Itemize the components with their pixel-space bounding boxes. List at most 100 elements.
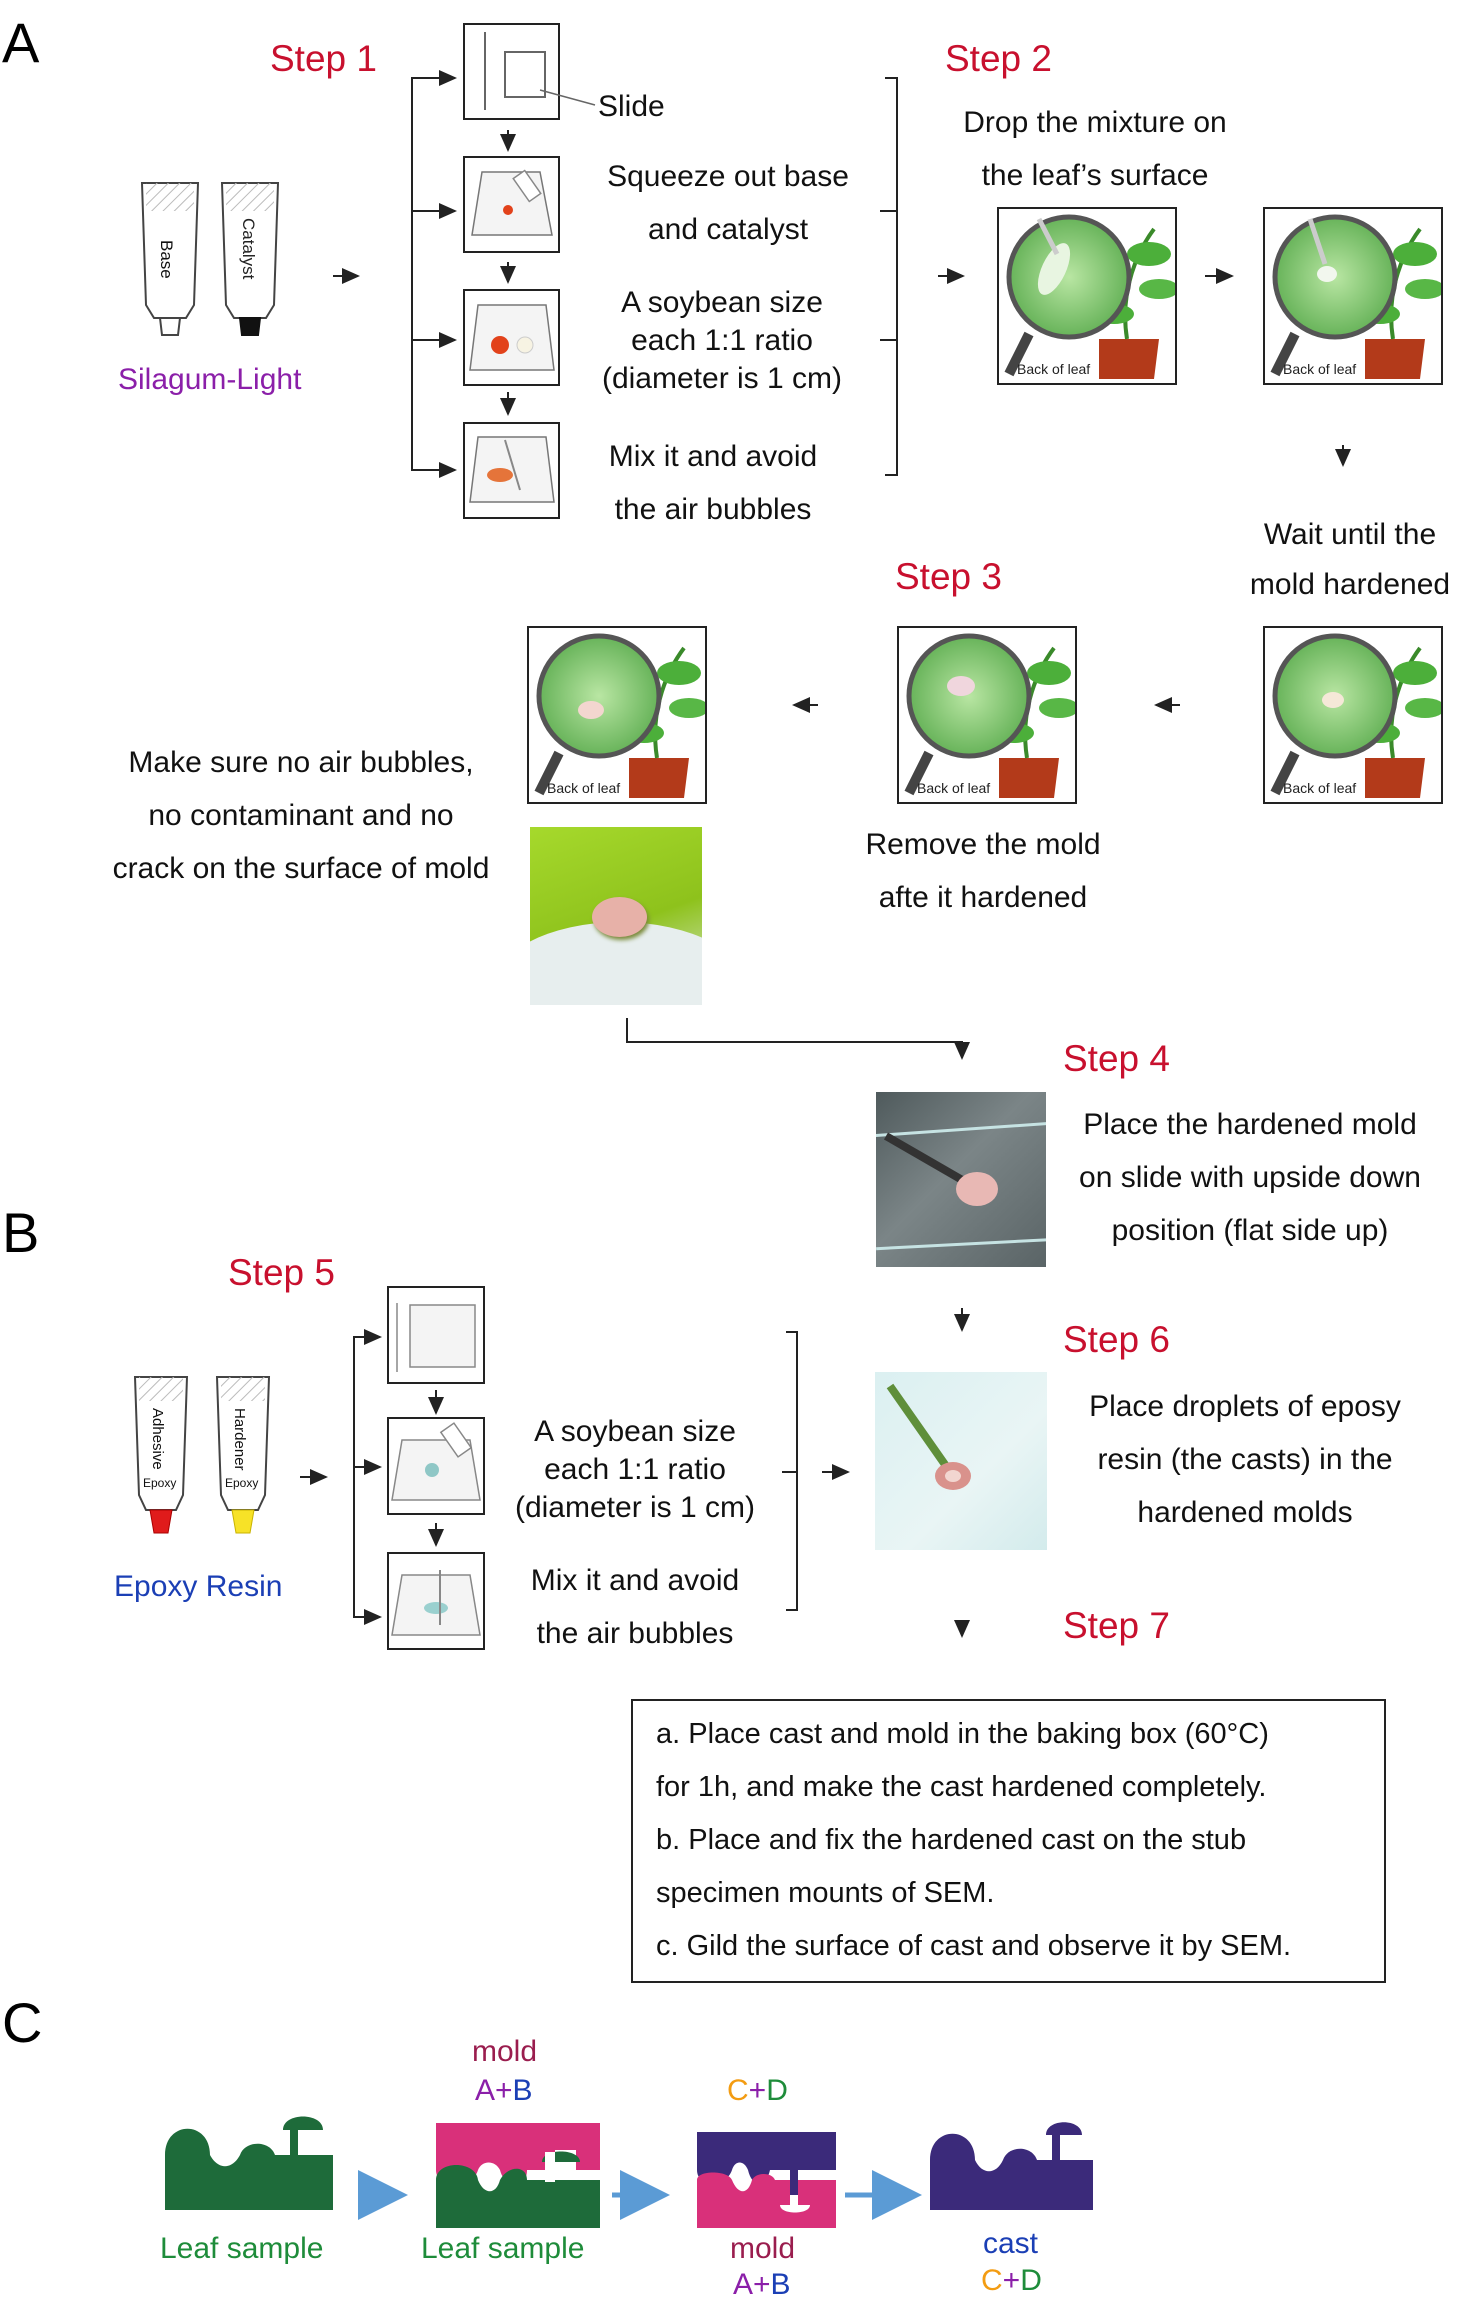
step-7-line-a2: for 1h, and make the cast hardened compl… [656, 1771, 1267, 1803]
plus-sign: + [753, 2268, 771, 2298]
leaf-drop-picture-1: Back of leaf [997, 207, 1179, 385]
epoxy-mix-text: Mix it and avoid the air bubbles [505, 1554, 765, 1660]
soybean-line-2: each 1:1 ratio [631, 324, 813, 357]
cast-label: cast [983, 2227, 1039, 2260]
step-3-label: Step 3 [895, 556, 1002, 597]
letter-d: D [1020, 2264, 1042, 2297]
remove-line-1: Remove the mold [865, 828, 1101, 861]
silagum-label: Silagum-Light [118, 363, 302, 396]
adhesive-tube-label: Adhesive [149, 1408, 166, 1470]
mold-label-bottom: mold [730, 2232, 796, 2265]
plus-sign: + [495, 2074, 513, 2107]
pipette [886, 1383, 951, 1471]
leaf-remove-picture: Back of leaf [897, 626, 1079, 804]
letter-c: C [981, 2264, 1003, 2297]
make-sure-line-3: crack on the surface of mold [112, 852, 490, 885]
back-of-leaf-label-3: Back of leaf [1283, 780, 1357, 796]
epoxy-mix-line-1: Mix it and avoid [530, 1564, 740, 1597]
back-of-leaf-label-5: Back of leaf [547, 780, 621, 796]
step-7-label: Step 7 [1063, 1605, 1170, 1646]
step-6-label: Step 6 [1063, 1319, 1170, 1360]
hardener-tube [215, 1376, 271, 1534]
leaf-sample-label-1: Leaf sample [160, 2232, 324, 2265]
letter-b: B [770, 2268, 791, 2298]
drop-line-2: the leaf’s surface [981, 159, 1209, 192]
epoxy-soybean-line-3: (diameter is 1 cm) [514, 1491, 756, 1524]
letter-d: D [766, 2074, 788, 2107]
wait-line-1: Wait until the [1263, 518, 1437, 551]
step-4-label: Step 4 [1063, 1038, 1170, 1079]
cd-top: C+D [727, 2074, 788, 2108]
magnifier-leaf-icon [1270, 633, 1445, 798]
mix-line-2: the air bubbles [614, 493, 812, 526]
soybean-line-3: (diameter is 1 cm) [601, 362, 843, 395]
mix-text: Mix it and avoid the air bubbles [583, 430, 843, 536]
magnifier-leaf-icon [904, 633, 1079, 798]
step-2-label: Step 2 [945, 38, 1052, 79]
mix-line-1: Mix it and avoid [608, 440, 818, 473]
place-droplets-line-1: Place droplets of eposy [1089, 1390, 1401, 1423]
step-7-line-c: c. Gild the surface of cast and observe … [656, 1930, 1292, 1962]
resin-droplet [945, 1470, 961, 1482]
drop-text: Drop the mixture on the leaf’s surface [930, 96, 1260, 202]
leaf-sample-label-2: Leaf sample [421, 2232, 585, 2265]
droplet-photo [875, 1372, 1047, 1550]
mold-on-leaf-shape [436, 2123, 600, 2228]
epoxy-mix-line-2: the air bubbles [536, 1617, 734, 1650]
magnifier-leaf-icon [1004, 214, 1179, 379]
leaf-hardened-picture: Back of leaf [1263, 626, 1445, 804]
wait-line-2: mold hardened [1249, 568, 1451, 601]
slide-photo [876, 1092, 1046, 1267]
leaf-sample-shape [165, 2116, 333, 2210]
step-7-line-b2: specimen mounts of SEM. [656, 1877, 995, 1909]
make-sure-line-2: no contaminant and no [148, 799, 454, 832]
remove-text: Remove the mold afte it hardened [858, 818, 1108, 924]
slide-edge-2 [876, 1236, 1046, 1251]
cast-shape [930, 2122, 1093, 2210]
slide-edge [876, 1119, 1046, 1138]
epoxy-resin-label: Epoxy Resin [114, 1570, 283, 1603]
soybean-text: A soybean size each 1:1 ratio (diameter … [572, 284, 872, 398]
step-7-line-b1: b. Place and fix the hardened cast on th… [656, 1824, 1247, 1856]
hardener-tube-label: Hardener [231, 1408, 248, 1471]
base-tube [140, 182, 200, 336]
squeeze-text: Squeeze out base and catalyst [583, 150, 873, 256]
catalyst-tube-label: Catalyst [239, 218, 258, 280]
slide-label: Slide [598, 90, 665, 123]
letter-a: A [733, 2268, 754, 2298]
cast-in-mold-shape [697, 2132, 836, 2228]
place-mold-line-2: on slide with upside down [1079, 1161, 1421, 1194]
magnifier-leaf-icon [534, 633, 709, 798]
squeeze-line-1: Squeeze out base [607, 160, 849, 193]
back-of-leaf-label-4: Back of leaf [917, 780, 991, 796]
cast-cd: C+D [981, 2264, 1042, 2298]
magnifier-leaf-icon [1270, 214, 1445, 379]
step-7-text: a. Place cast and mold in the baking box… [656, 1708, 1376, 1973]
panel-label-c: C [2, 1991, 43, 2054]
epoxy-soybean-line-1: A soybean size [534, 1415, 736, 1448]
plus-sign: + [1002, 2264, 1021, 2297]
mold-ab-bottom: A+B [733, 2268, 791, 2298]
catalyst-tube [220, 182, 280, 336]
remove-line-2: afte it hardened [878, 881, 1088, 914]
place-droplets-text: Place droplets of eposy resin (the casts… [1060, 1380, 1430, 1539]
mold-disc [592, 897, 647, 937]
squeeze-line-2: and catalyst [647, 213, 809, 246]
mold-label-top: mold [472, 2035, 538, 2068]
plus-sign: + [748, 2074, 767, 2107]
place-droplets-line-3: hardened molds [1137, 1496, 1353, 1529]
place-droplets-line-2: resin (the casts) in the [1097, 1443, 1393, 1476]
step-5-label: Step 5 [228, 1252, 335, 1293]
leaf-check-picture: Back of leaf [527, 626, 709, 804]
hardened-mold [956, 1172, 998, 1206]
back-of-leaf-label-1: Back of leaf [1017, 361, 1091, 377]
make-sure-line-1: Make sure no air bubbles, [128, 746, 474, 779]
base-tube-label: Base [157, 240, 176, 279]
wait-text: Wait until the mold hardened [1230, 510, 1470, 610]
adhesive-epoxy-label: Epoxy [143, 1476, 177, 1490]
mold-photo [530, 827, 702, 1005]
epoxy-soybean-text: A soybean size each 1:1 ratio (diameter … [494, 1413, 776, 1527]
back-of-leaf-label-2: Back of leaf [1283, 361, 1357, 377]
place-mold-line-1: Place the hardened mold [1083, 1108, 1417, 1141]
